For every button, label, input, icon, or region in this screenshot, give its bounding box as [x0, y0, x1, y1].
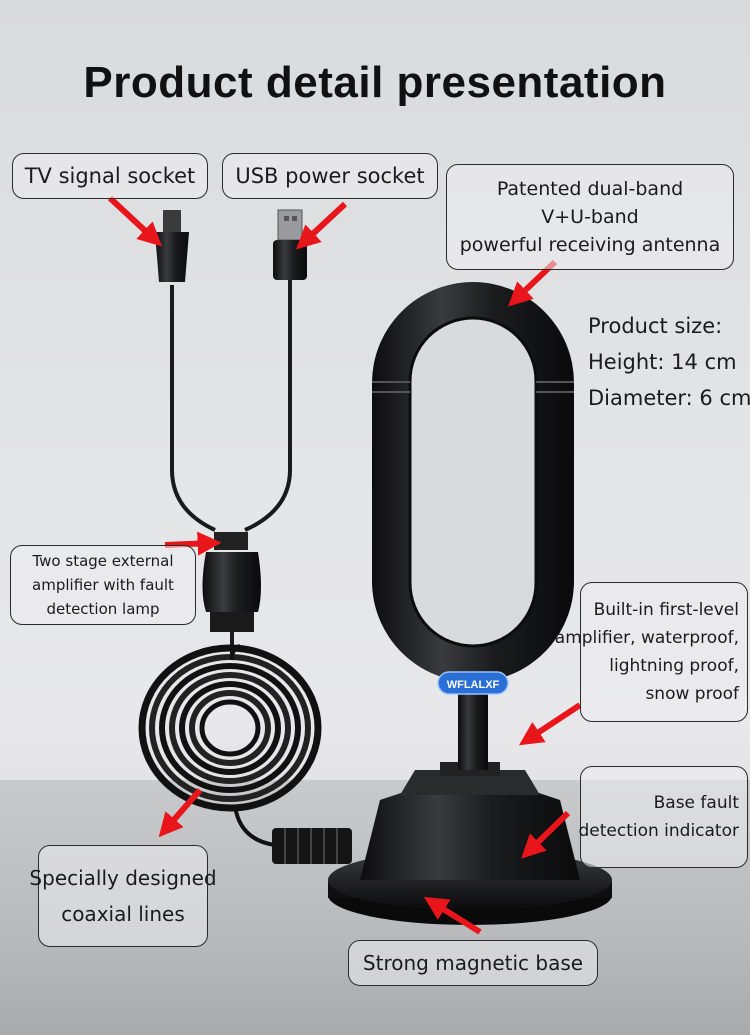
usb-plug [273, 209, 307, 280]
strain-relief [272, 828, 352, 864]
product-size-block: Product size: Height: 14 cm Diameter: 6 … [588, 308, 750, 416]
coiled-coax [138, 644, 322, 847]
label-base-fault: Base fault detection indicator [578, 766, 748, 868]
label-base-fault-line1: Base fault [653, 793, 739, 813]
label-antenna-line2: V+U-band [541, 206, 639, 228]
size-diameter: Diameter: 6 cm [588, 386, 750, 410]
label-coax: Specially designed coaxial lines [29, 845, 217, 947]
arrow-amplifier [164, 531, 222, 556]
label-builtin: Built-in first-level amplifier, waterpro… [555, 582, 748, 722]
label-tv-socket-text: TV signal socket [24, 164, 196, 188]
label-usb-socket: USB power socket [222, 153, 438, 199]
label-tv-socket: TV signal socket [12, 153, 208, 199]
label-antenna: Patented dual-band V+U-band powerful rec… [446, 164, 734, 270]
size-height: Height: 14 cm [588, 350, 737, 374]
tv-cable [170, 285, 216, 532]
label-magnetic: Strong magnetic base [348, 940, 598, 986]
brand-badge: WFLALXF [437, 671, 509, 695]
label-amplifier-line1: Two stage external [32, 552, 174, 570]
arrow-coax [158, 788, 203, 838]
label-antenna-line1: Patented dual-band [496, 178, 684, 200]
label-coax-line1: Specially designed [29, 866, 217, 890]
arrow-magnetic [423, 896, 482, 935]
tv-plug [155, 210, 189, 282]
label-amplifier: Two stage external amplifier with fault … [10, 545, 196, 625]
label-usb-socket-text: USB power socket [235, 164, 425, 188]
label-builtin-line4: snow proof [645, 684, 739, 704]
arrow-usb-socket [295, 201, 348, 250]
label-coax-line2: coaxial lines [61, 902, 185, 926]
arrow-tv-socket [107, 195, 163, 247]
label-antenna-line3: powerful receiving antenna [459, 234, 721, 256]
size-heading: Product size: [588, 314, 723, 338]
label-amplifier-line2: amplifier with fault [32, 576, 174, 594]
label-amplifier-line3: detection lamp [46, 600, 160, 618]
page-title: Product detail presentation [83, 58, 667, 107]
antenna-loop [372, 282, 574, 770]
amplifier-box [202, 532, 261, 660]
pointer-arrows [107, 195, 582, 935]
arrow-base-fault [521, 810, 571, 859]
usb-cable [244, 280, 292, 532]
label-builtin-line2: amplifier, waterproof, [554, 628, 739, 648]
brand-text: WFLALXF [447, 679, 500, 691]
label-magnetic-text: Strong magnetic base [362, 951, 584, 975]
label-builtin-line3: lightning proof, [609, 656, 739, 676]
label-base-fault-line2: detection indicator [578, 821, 739, 841]
label-builtin-line1: Built-in first-level [593, 600, 739, 620]
antenna-base [328, 762, 612, 925]
arrow-builtin [518, 702, 582, 746]
